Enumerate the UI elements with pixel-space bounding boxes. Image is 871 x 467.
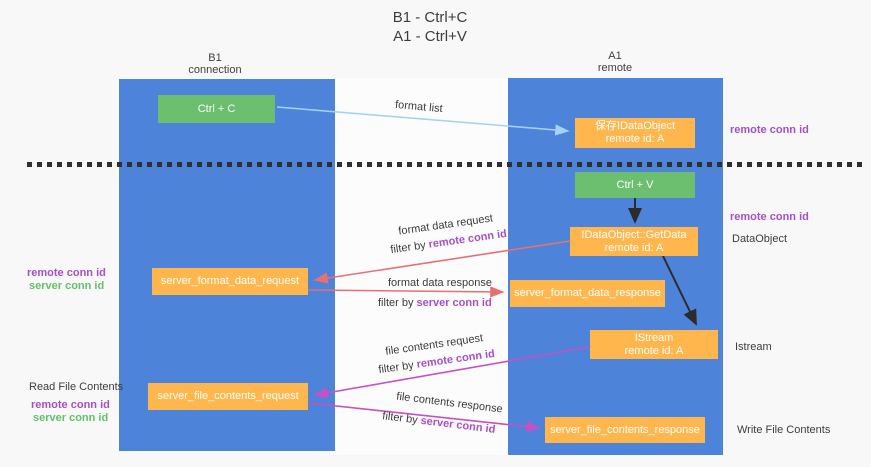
- node-save-idataobject-line2: remote id: A: [605, 133, 665, 145]
- node-istream: IStream remote id: A: [590, 330, 718, 359]
- side-istream: Istream: [735, 341, 772, 353]
- node-server-file-contents-request: server_file_contents_request: [148, 383, 308, 410]
- side-remote-conn-id-bottom-left: remote conn id: [31, 399, 110, 411]
- node-ctrl-v: Ctrl + V: [575, 172, 695, 198]
- lane-a1-sub: remote: [597, 62, 633, 74]
- node-istream-line2: remote id: A: [624, 344, 684, 357]
- label-format-data-response: format data response: [388, 277, 492, 289]
- lane-header-a1: A1 remote: [555, 50, 675, 74]
- node-server-format-data-response: server_format_data_response: [510, 280, 665, 307]
- side-server-conn-id-bottom-left: server conn id: [33, 412, 109, 424]
- lane-b1-sub: connection: [188, 64, 242, 76]
- side-server-conn-id-mid-left: server conn id: [29, 280, 105, 292]
- side-remote-conn-id-top-right: remote conn id: [730, 124, 809, 136]
- title-line-1: B1 - Ctrl+C: [392, 9, 468, 26]
- node-save-idataobject-line1: 保存IDataObject: [594, 120, 676, 132]
- lane-header-b1: B1 connection: [155, 52, 275, 76]
- node-file-res-label: server_file_contents_response: [550, 423, 700, 436]
- node-save-idataobject: 保存IDataObject remote id: A: [575, 118, 695, 148]
- node-fmt-req-label: server_format_data_request: [160, 275, 300, 287]
- side-remote-conn-id-mid-left: remote conn id: [27, 267, 106, 279]
- node-getdata-line1: IDataObject::GetData: [581, 228, 687, 241]
- node-ctrl-c: Ctrl + C: [158, 95, 275, 123]
- node-fmt-res-label: server_format_data_response: [514, 287, 661, 299]
- node-server-file-contents-response: server_file_contents_response: [545, 417, 705, 443]
- side-read-file-contents: Read File Contents: [29, 381, 124, 393]
- lane-a1-name: A1: [608, 50, 622, 62]
- side-write-file-contents: Write File Contents: [737, 424, 831, 436]
- filter-by-text: filter by: [378, 297, 414, 309]
- node-getdata-line2: remote id: A: [604, 241, 664, 254]
- diagram-title: B1 - Ctrl+C A1 - Ctrl+V: [280, 8, 580, 46]
- node-idataobject-getdata: IDataObject::GetData remote id: A: [570, 227, 698, 256]
- node-file-req-label: server_file_contents_request: [157, 390, 299, 402]
- side-dataobject: DataObject: [732, 233, 788, 245]
- node-istream-line1: IStream: [634, 331, 674, 344]
- side-remote-conn-id-mid-right: remote conn id: [730, 211, 809, 223]
- dashed-separator-line: [27, 162, 863, 167]
- lane-b1-name: B1: [208, 52, 222, 64]
- title-line-2: A1 - Ctrl+V: [393, 28, 467, 45]
- node-server-format-data-request: server_format_data_request: [152, 268, 308, 295]
- server-conn-id-text: server conn id: [416, 297, 492, 309]
- node-ctrl-c-label: Ctrl + C: [197, 102, 236, 115]
- node-ctrl-v-label: Ctrl + V: [616, 178, 654, 191]
